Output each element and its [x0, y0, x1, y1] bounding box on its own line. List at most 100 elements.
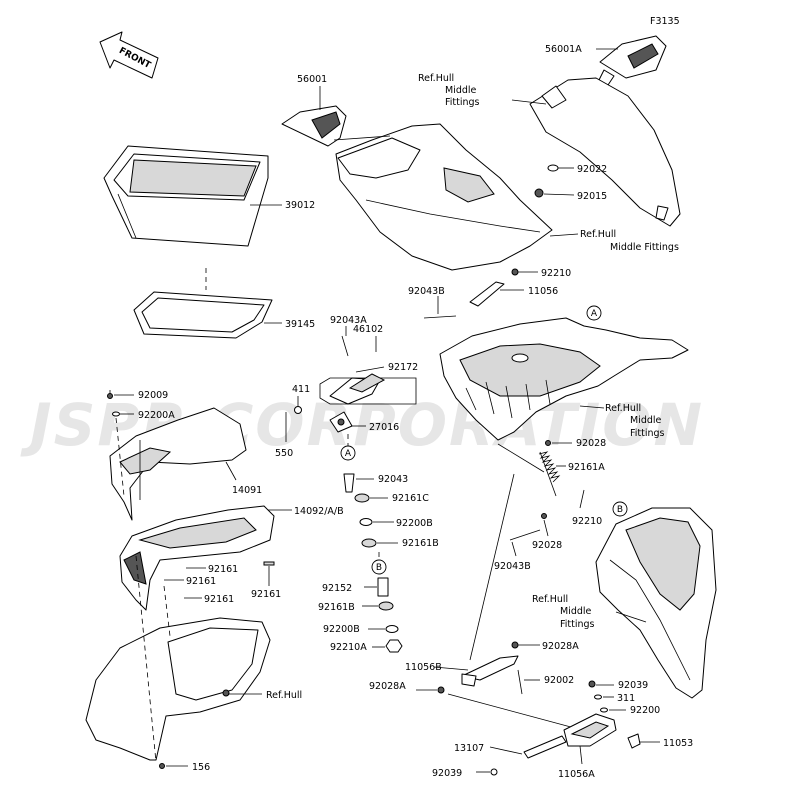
washer-92200-icon — [600, 707, 608, 713]
ref-label-mid-2: Middle — [630, 415, 662, 426]
part-label-14092: 14092/A/B — [294, 506, 344, 517]
washer-311-icon — [594, 694, 602, 700]
part-label-92161-d: 92161 — [251, 589, 281, 600]
pin-92043A-icon — [341, 335, 349, 357]
spring-92161A-drawing — [538, 451, 561, 497]
gasket-drawing — [133, 291, 273, 339]
bolt-92210-mid-icon — [579, 489, 585, 509]
part-label-92043B-top: 92043B — [408, 286, 445, 297]
ref-label-low-2: Middle — [560, 606, 592, 617]
part-label-92200: 92200 — [630, 705, 660, 716]
callout-b-right-icon — [612, 501, 628, 517]
part-label-11056B: 11056B — [405, 662, 442, 673]
collar-92152-drawing — [377, 577, 389, 597]
part-label-550: 550 — [275, 448, 293, 459]
part-label-92161-b: 92161 — [186, 576, 216, 587]
rod-92043-drawing — [343, 473, 355, 493]
mirror-right-drawing — [597, 35, 667, 89]
bolt-92002-icon — [517, 669, 523, 695]
washer-411-icon — [294, 406, 302, 414]
left-panel-14091-drawing — [109, 407, 247, 521]
part-label-39012: 39012 — [285, 200, 315, 211]
callout-a-top-icon — [586, 305, 602, 321]
part-label-92161-a: 92161 — [208, 564, 238, 575]
lower-tray-drawing — [439, 317, 689, 441]
callout-a-top: A — [591, 309, 598, 319]
screw-92039-a-icon — [588, 680, 596, 688]
part-label-92043A: 92043A — [330, 315, 367, 326]
part-label-92022: 92022 — [577, 164, 607, 175]
hull-bottom-left-drawing — [85, 617, 271, 761]
part-label-92161B-2: 92161B — [318, 602, 355, 613]
part-label-92039-a: 92039 — [618, 680, 648, 691]
part-label-92172: 92172 — [388, 362, 418, 373]
part-label-92152: 92152 — [322, 583, 352, 594]
part-label-56001: 56001 — [297, 74, 327, 85]
part-label-92043: 92043 — [378, 474, 408, 485]
part-label-92028A-b: 92028A — [369, 681, 406, 692]
part-label-39145: 39145 — [285, 319, 315, 330]
rod-13107-drawing — [523, 735, 567, 759]
bracket-11056B-drawing — [461, 655, 519, 687]
callout-b-mid-icon — [371, 559, 387, 575]
clip-92028-top-icon — [545, 440, 551, 446]
part-label-92043B-mid: 92043B — [494, 561, 531, 572]
clip-92028-mid-icon — [541, 513, 547, 519]
ref-label-right-2: Middle Fittings — [610, 242, 679, 253]
part-label-92009: 92009 — [138, 390, 168, 401]
part-label-92161B-1: 92161B — [402, 538, 439, 549]
ref-label-mid-3: Fittings — [630, 428, 665, 439]
part-label-56001A: 56001A — [545, 44, 582, 55]
right-side-panel-drawing — [529, 77, 681, 227]
part-label-411: 411 — [292, 384, 310, 395]
washer-92200A-icon — [112, 411, 120, 417]
part-label-92161A: 92161A — [568, 462, 605, 473]
part-label-92200A: 92200A — [138, 410, 175, 421]
part-label-92028-mid: 92028 — [532, 540, 562, 551]
part-label-92200B-1: 92200B — [396, 518, 433, 529]
clip-92028A-a-icon — [511, 641, 519, 649]
callout-a-mid-icon — [340, 445, 356, 461]
washer-92161C-icon — [354, 493, 370, 503]
screw-92015-icon — [534, 188, 544, 198]
ref-label-hull: Ref.Hull — [266, 690, 302, 701]
bolt-92009-icon — [107, 393, 113, 399]
mirror-left-drawing — [281, 105, 347, 147]
latch-27016-drawing — [329, 411, 353, 433]
ref-label-low-3: Fittings — [560, 619, 595, 630]
ref-label-mid-1: Ref.Hull — [605, 403, 641, 414]
ref-label-right-1: Ref.Hull — [580, 229, 616, 240]
figure-id: F3135 — [650, 16, 680, 27]
latch-11056A-drawing — [563, 713, 617, 747]
bolt-92043B-mid-icon — [509, 529, 541, 541]
front-arrow-icon: FRONT — [99, 31, 159, 79]
part-label-92200B-2: 92200B — [323, 624, 360, 635]
washer-92200B-1-icon — [359, 518, 373, 526]
part-label-92015: 92015 — [577, 191, 607, 202]
nut-92210A-icon — [385, 639, 403, 653]
ref-label-top-2: Middle — [445, 85, 477, 96]
part-label-92039-b: 92039 — [432, 768, 462, 779]
ref-label-top-3: Fittings — [445, 97, 480, 108]
part-label-92161C: 92161C — [392, 493, 429, 504]
washer-92200B-2-icon — [385, 625, 399, 633]
part-label-92161-c: 92161 — [204, 594, 234, 605]
part-label-27016: 27016 — [369, 422, 399, 433]
washer-92022-icon — [547, 164, 559, 172]
hull-right-b-drawing — [595, 507, 717, 699]
clip-92028A-b-icon — [437, 686, 445, 694]
part-label-92028-top: 92028 — [576, 438, 606, 449]
callout-a-mid: A — [345, 449, 352, 459]
part-label-11056: 11056 — [528, 286, 558, 297]
part-label-92210-mid: 92210 — [572, 516, 602, 527]
part-label-311: 311 — [617, 693, 635, 704]
screw-92039-b-icon — [490, 768, 498, 776]
callout-b-mid: B — [376, 563, 382, 573]
part-label-92028A-a: 92028A — [542, 641, 579, 652]
part-label-11056A: 11056A — [558, 769, 595, 780]
ref-label-top-1: Ref.Hull — [418, 73, 454, 84]
part-label-14091: 14091 — [232, 485, 262, 496]
nut-92210-icon — [511, 268, 519, 276]
